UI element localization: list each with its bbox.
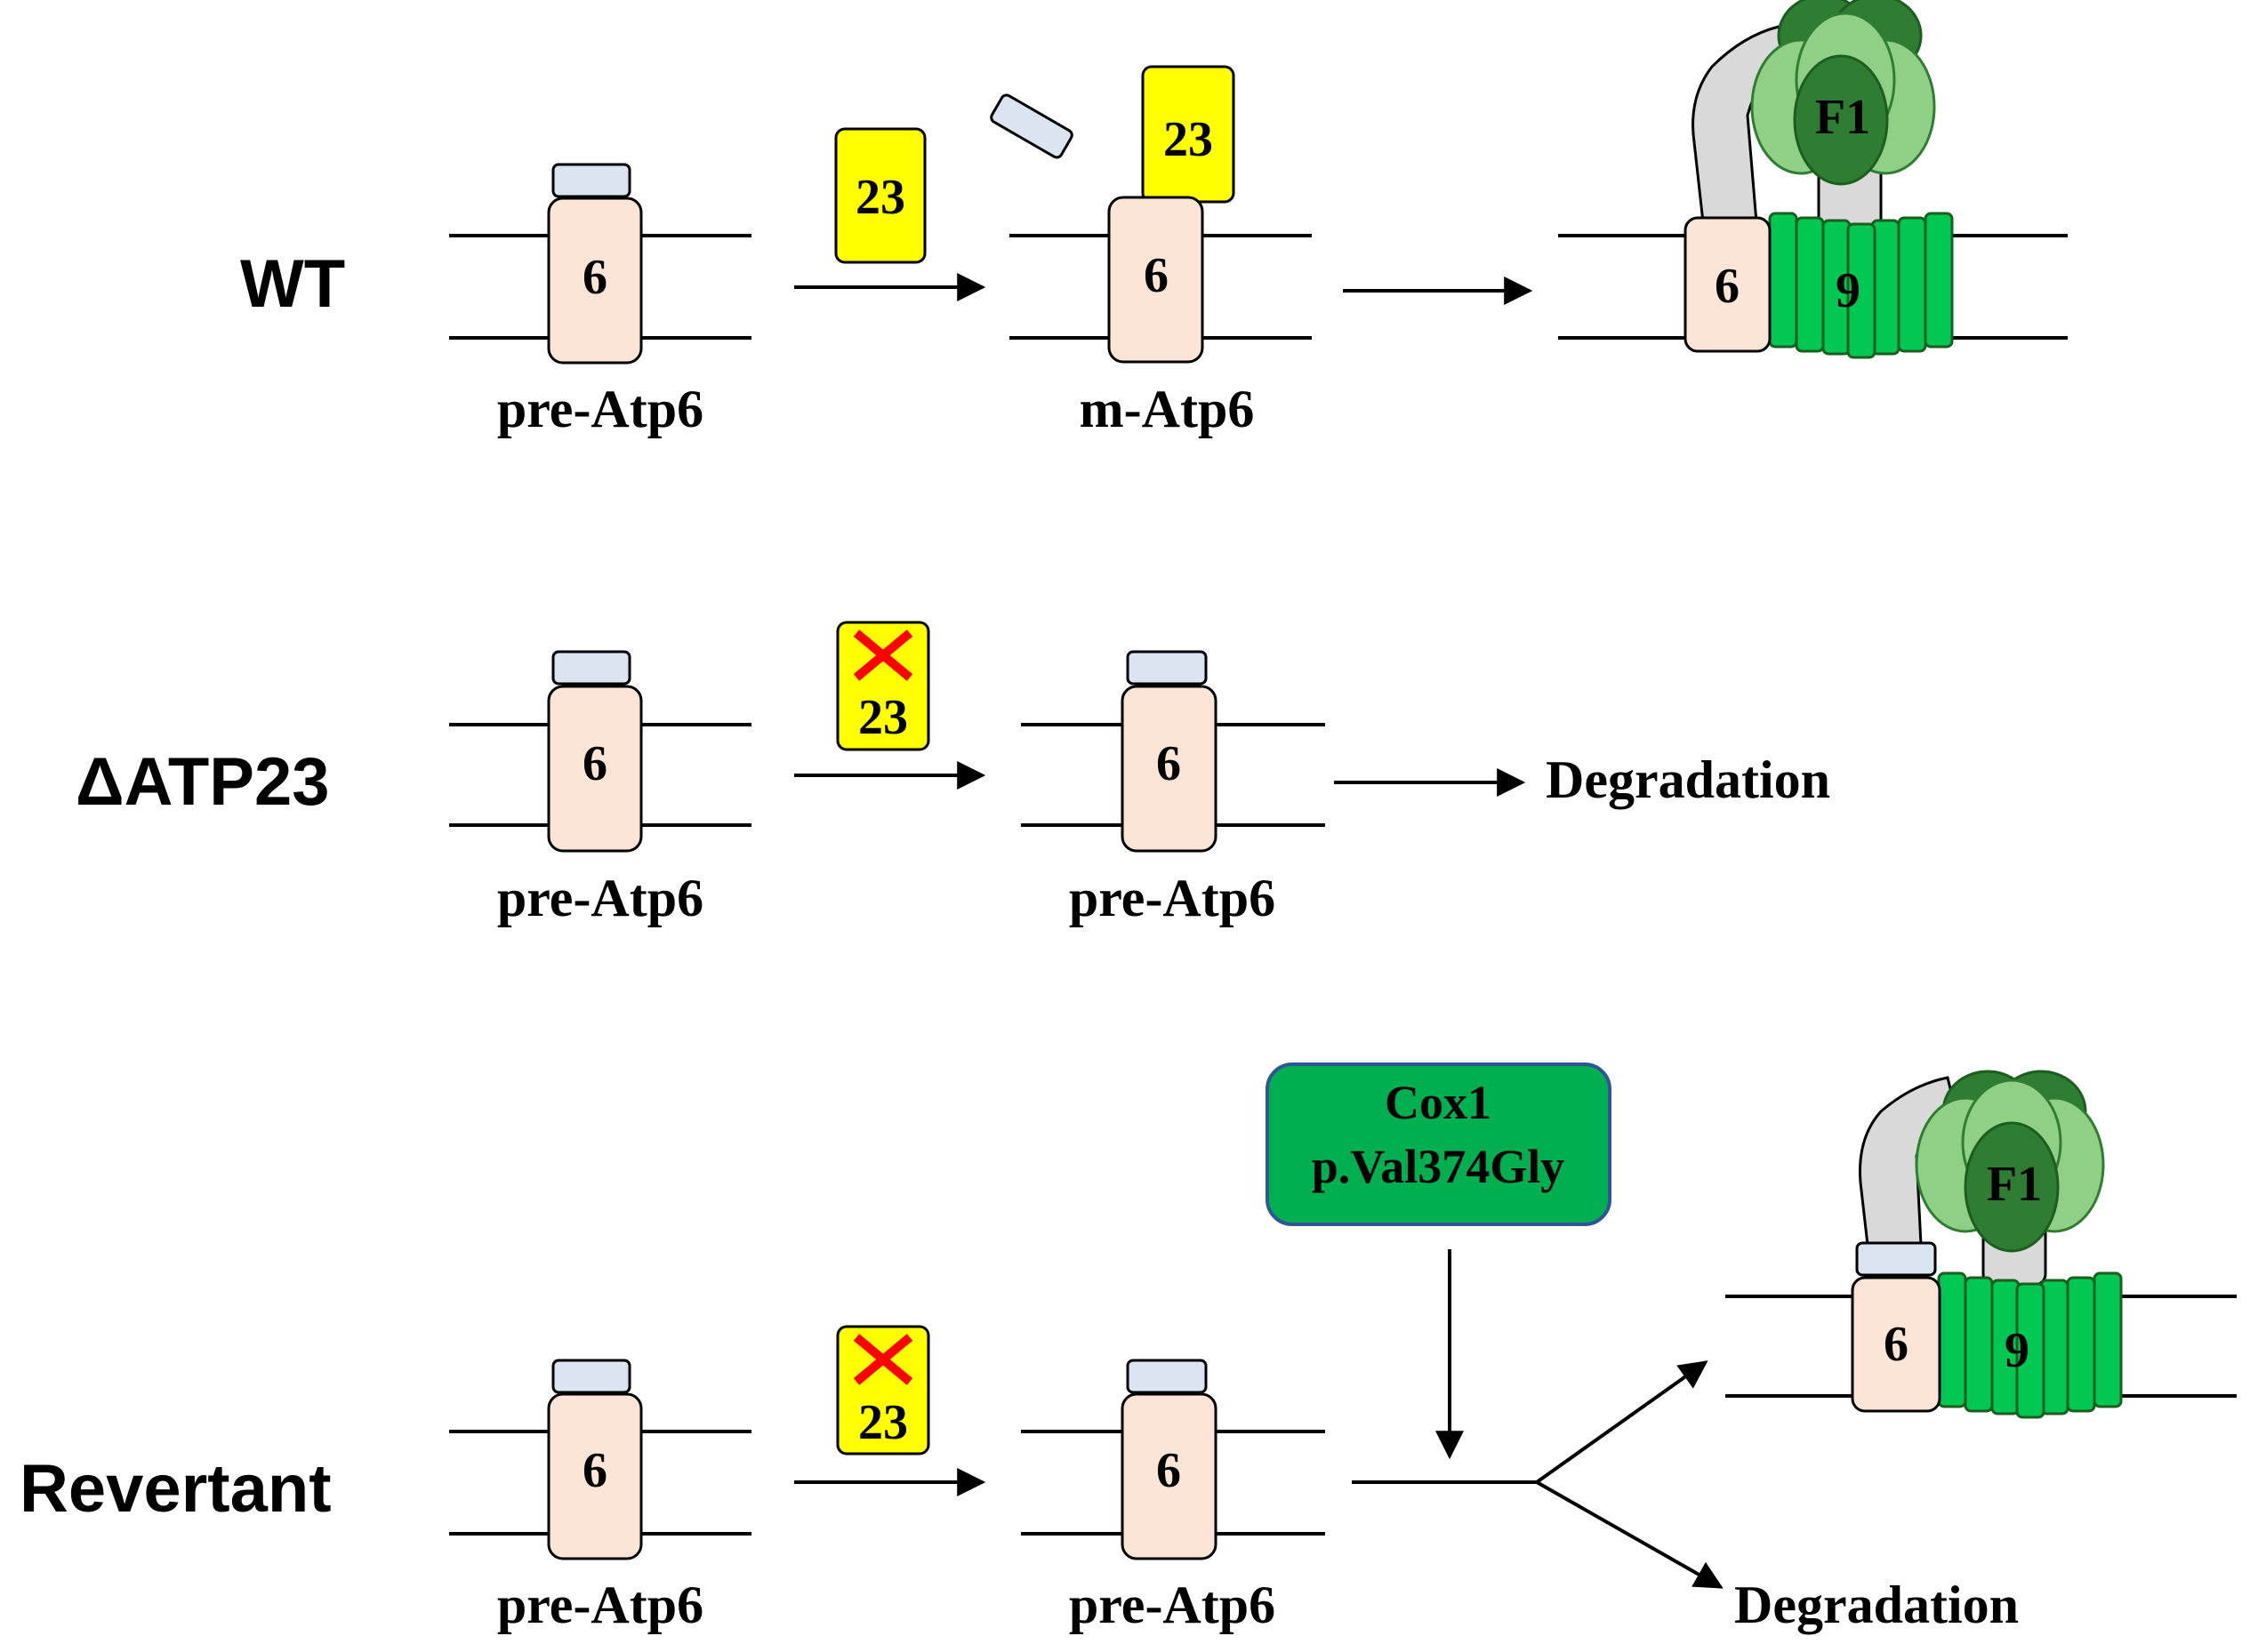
caption-pre-atp6: pre-Atp6	[497, 1576, 703, 1634]
atp6-label: 6	[583, 736, 607, 791]
atp6-protein	[1121, 685, 1217, 853]
atp6-label: 6	[583, 1443, 607, 1498]
f1-label: F1	[1987, 1157, 2042, 1212]
atp23-label: 23	[856, 170, 905, 225]
presequence	[551, 650, 631, 686]
row-revertant: Revertant 6 pre-Atp6 23 6 pre-Atp6 Cox1 …	[20, 1063, 2237, 1634]
atp23-label: 23	[858, 1395, 908, 1450]
row-delta-atp23: ΔATP23 6 pre-Atp6 23 6 pre-Atp6 Degradat…	[76, 621, 1830, 927]
presequence	[1855, 1241, 1937, 1277]
caption-m-atp6: m-Atp6	[1080, 380, 1255, 438]
f1-core	[1793, 54, 1889, 186]
x-mark-icon	[853, 630, 913, 681]
atp6-protein	[1107, 196, 1204, 364]
c-ring-label: 9	[2005, 1323, 2029, 1378]
atp23-deleted	[836, 621, 930, 751]
atp6-label: 6	[1715, 259, 1740, 314]
branch-arrow-degradation	[1536, 1480, 1724, 1589]
presequence	[551, 1359, 631, 1394]
atp6-label: 6	[1156, 736, 1181, 791]
presequence	[1126, 650, 1208, 686]
atp6-label: 6	[583, 250, 607, 305]
f1-label: F1	[1815, 90, 1870, 145]
branch-arrow-assembly	[1535, 1360, 1708, 1484]
f1-core	[1964, 1121, 2060, 1253]
atp23-deleted	[836, 1325, 930, 1456]
atp-synthase-complex: F1 9 6	[1851, 1070, 2123, 1419]
row-wt: WT 6 pre-Atp6 23 23 6 m-Atp6	[240, 0, 2068, 438]
atp6-protein	[1121, 1392, 1217, 1560]
row-label-delta-atp23: ΔATP23	[76, 744, 330, 820]
caption-pre-atp6: pre-Atp6	[497, 869, 703, 927]
cox1-label: Cox1	[1385, 1076, 1491, 1129]
atp6-protein	[547, 196, 643, 365]
atp23-label: 23	[1163, 112, 1213, 167]
atp6-protein	[1851, 1276, 1941, 1413]
atp6-protein	[1683, 216, 1772, 353]
cleaved-presequence	[990, 93, 1073, 159]
cox1-mutation-label: p.Val374Gly	[1312, 1140, 1565, 1193]
outcome-degradation: Degradation	[1734, 1576, 2019, 1634]
c-ring	[1937, 1271, 2123, 1419]
caption-pre-atp6: pre-Atp6	[1069, 869, 1275, 927]
row-label-wt: WT	[240, 246, 345, 322]
atp-synthase-complex: F1 9 6	[1683, 0, 1954, 359]
atp23-protease	[834, 127, 927, 264]
c-ring-label: 9	[1836, 263, 1860, 318]
presequence	[551, 163, 631, 198]
c-ring	[1768, 212, 1954, 359]
atp6-label: 6	[1884, 1317, 1908, 1372]
presequence	[1126, 1359, 1208, 1394]
row-label-revertant: Revertant	[20, 1451, 332, 1527]
atp6-label: 6	[1156, 1443, 1181, 1498]
caption-pre-atp6: pre-Atp6	[497, 380, 703, 438]
caption-pre-atp6: pre-Atp6	[1069, 1576, 1275, 1634]
atp6-protein	[547, 685, 643, 853]
atp23-label: 23	[858, 690, 908, 745]
cox1-mutation-box	[1266, 1063, 1611, 1226]
atp6-protein	[547, 1392, 643, 1560]
x-mark-icon	[853, 1334, 913, 1385]
atp6-label: 6	[1144, 248, 1169, 303]
outcome-degradation: Degradation	[1546, 750, 1830, 809]
